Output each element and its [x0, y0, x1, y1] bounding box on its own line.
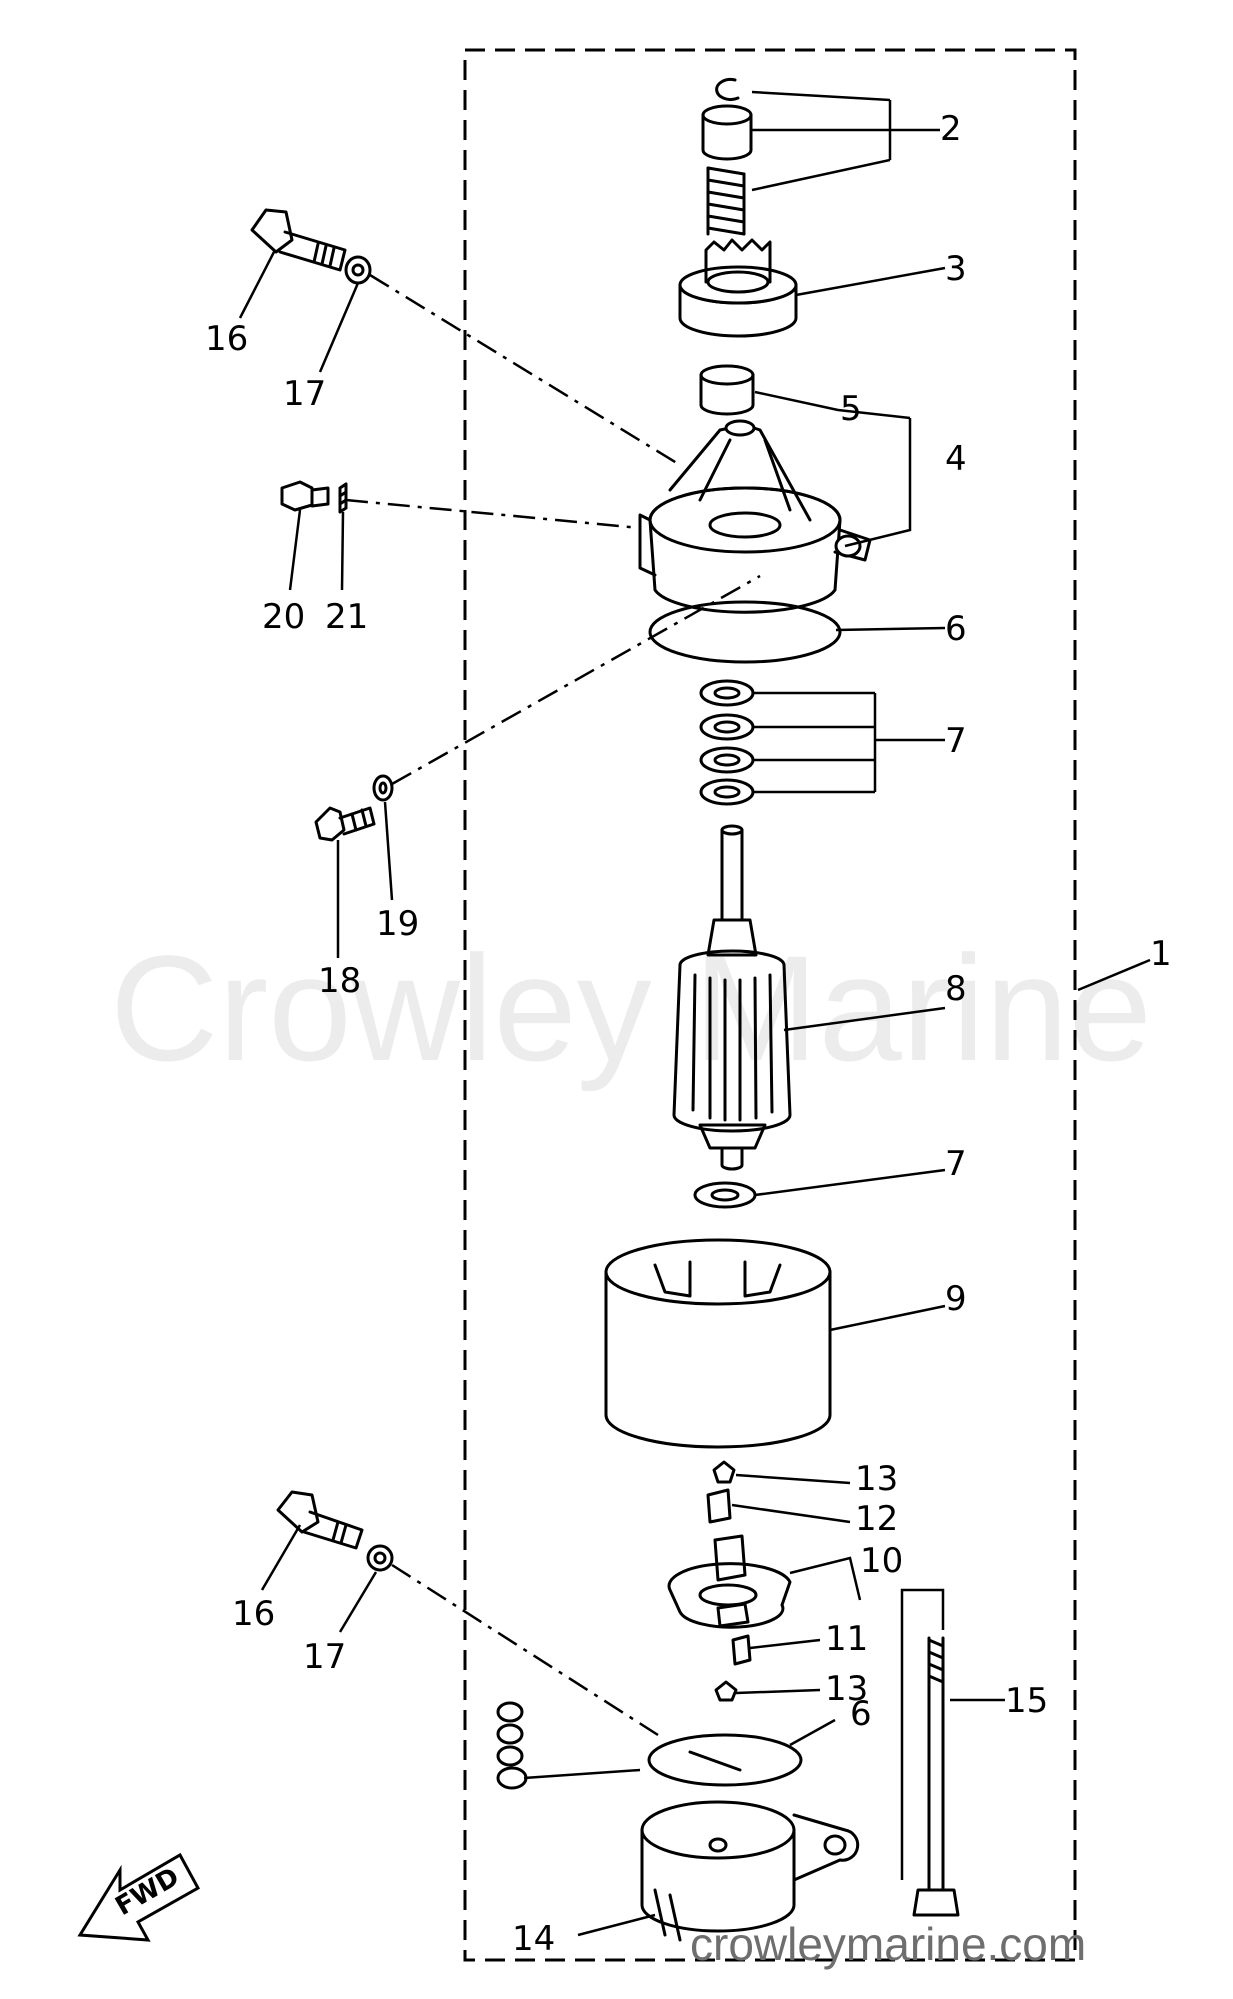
callout-labels: 1 2 3 4 5 6 7 8 7 9 13 12 10 11 13 6 14 …	[205, 109, 1172, 1959]
callout-9: 9	[945, 1279, 967, 1319]
part-17-washer-lower	[366, 1544, 394, 1572]
callout-12: 12	[855, 1499, 898, 1539]
assembly-lines	[345, 273, 761, 1737]
part-6-o-ring-top	[648, 600, 842, 664]
callout-21: 21	[325, 597, 368, 637]
callout-17-upper: 17	[283, 374, 326, 414]
callout-16-upper: 16	[205, 319, 248, 359]
watermark: Crowley Marine	[110, 924, 1152, 1092]
part-19-washer	[372, 774, 394, 802]
callout-16-lower: 16	[232, 1594, 275, 1634]
callout-20: 20	[262, 597, 305, 637]
part-11-brush-lower	[731, 1634, 752, 1666]
callout-18: 18	[318, 961, 361, 1001]
callout-11: 11	[825, 1619, 868, 1659]
part-7-washer-single	[693, 1181, 757, 1209]
leader-lines	[238, 90, 1151, 1937]
part-7-washer-stack	[699, 679, 755, 806]
part-5-bushing	[699, 364, 755, 416]
part-4-front-bracket	[638, 419, 872, 614]
callout-17-lower: 17	[303, 1637, 346, 1677]
part-13-nut-lower	[714, 1680, 738, 1702]
callout-8: 8	[945, 969, 967, 1009]
part-2-clip-collar-spring	[701, 78, 753, 236]
assembly-frame	[463, 48, 1077, 1962]
callout-4: 4	[945, 439, 967, 479]
fwd-arrow-icon: FWD	[77, 1852, 201, 1942]
callout-5: 5	[840, 389, 862, 429]
callout-2: 2	[940, 109, 962, 149]
callout-13-lower: 13	[825, 1669, 868, 1709]
callout-10: 10	[860, 1541, 903, 1581]
part-9-yoke	[604, 1238, 832, 1449]
part-14-rear-bracket	[640, 1800, 860, 1942]
part-20-screw	[280, 480, 330, 512]
lockwasher-stack	[496, 1701, 528, 1790]
callout-1: 1	[1150, 934, 1172, 974]
part-12-brush-upper	[706, 1488, 732, 1524]
part-17-washer-upper	[344, 255, 372, 285]
part-21-washer	[338, 482, 348, 514]
callout-7-stack: 7	[945, 721, 967, 761]
footer-url: crowleymarine.com	[690, 1918, 1086, 1970]
callout-15: 15	[1005, 1681, 1048, 1721]
callout-13-upper: 13	[855, 1459, 898, 1499]
part-13-nut-upper	[712, 1460, 736, 1484]
part-18-screw	[314, 806, 376, 842]
callout-19: 19	[376, 904, 419, 944]
callout-7-single: 7	[945, 1144, 967, 1184]
callout-3: 3	[945, 249, 967, 289]
part-6-o-ring-bottom	[647, 1733, 803, 1787]
callout-6-top: 6	[945, 609, 967, 649]
part-3-pinion-gear	[678, 238, 798, 338]
part-15-through-bolt	[912, 1636, 960, 1917]
part-10-brush-holder	[667, 1534, 792, 1629]
callout-6-bottom: 6	[850, 1694, 872, 1734]
callout-14: 14	[512, 1919, 555, 1959]
part-16-bolt-upper	[250, 208, 347, 272]
part-8-armature	[672, 824, 792, 1171]
